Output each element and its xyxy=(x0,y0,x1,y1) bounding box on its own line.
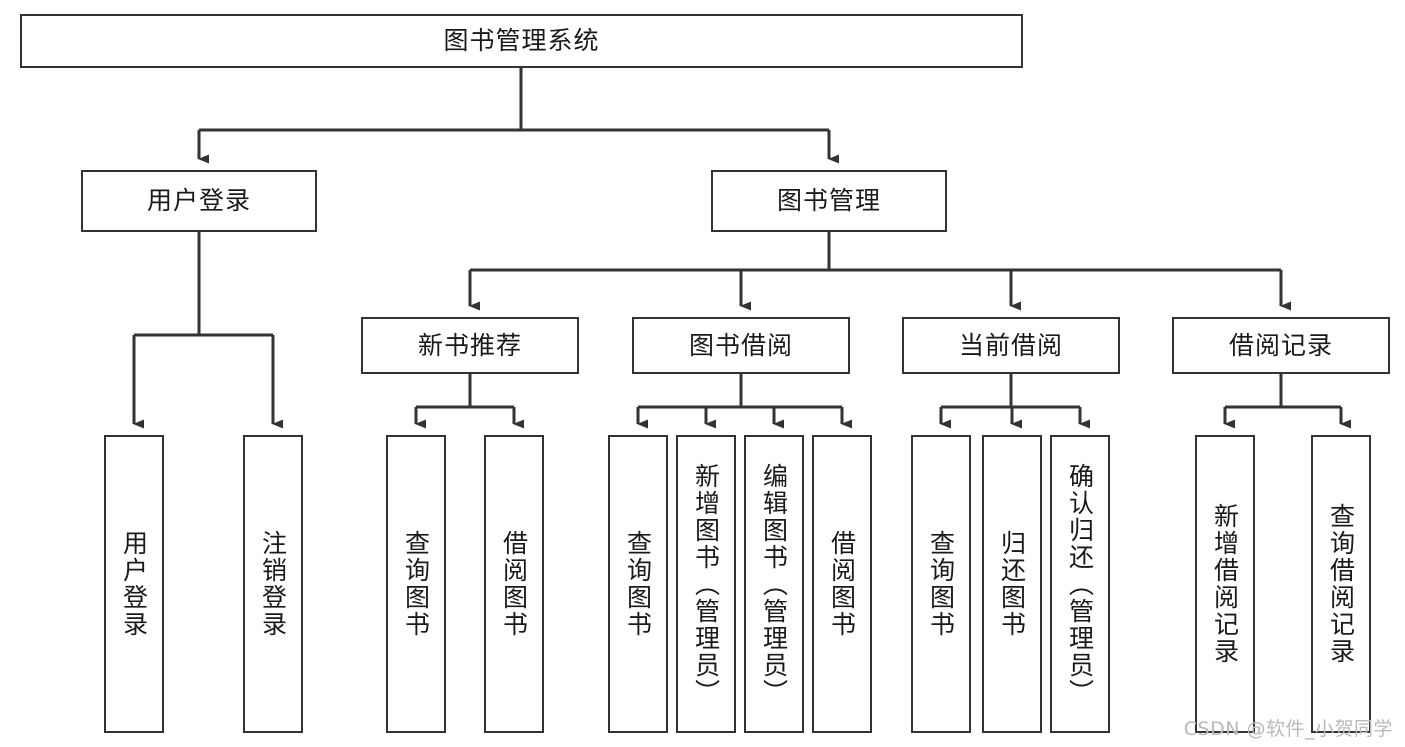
leaf-query-book-current-label: 查询图书 xyxy=(926,530,956,638)
node-user-login[interactable]: 用户登录 xyxy=(81,170,317,232)
leaf-user-logout-label: 注销登录 xyxy=(258,530,288,638)
leaf-add-book-admin[interactable]: 新增图书（管理员） xyxy=(676,435,736,733)
leaf-return-book-label: 归还图书 xyxy=(997,530,1027,638)
leaf-borrow-book[interactable]: 借阅图书 xyxy=(812,435,872,733)
csdn-watermark: CSDN @软件_小贺同学 xyxy=(1183,718,1393,740)
node-book-manage-label: 图书管理 xyxy=(776,186,881,215)
leaf-borrow-book-label: 借阅图书 xyxy=(827,530,857,638)
node-root-label: 图书管理系统 xyxy=(443,26,600,55)
leaf-add-borrow-record-label: 新增借阅记录 xyxy=(1210,503,1240,665)
node-current-borrow-label: 当前借阅 xyxy=(958,330,1063,360)
leaf-query-book-recommend[interactable]: 查询图书 xyxy=(386,435,446,733)
leaf-user-login[interactable]: 用户登录 xyxy=(104,435,164,733)
leaf-add-book-admin-label: 新增图书（管理员） xyxy=(691,462,721,706)
node-new-book-recommend[interactable]: 新书推荐 xyxy=(361,317,579,374)
leaf-query-borrow-record[interactable]: 查询借阅记录 xyxy=(1311,435,1371,733)
leaf-borrow-book-recommend[interactable]: 借阅图书 xyxy=(484,435,544,733)
leaf-query-book-borrow-label: 查询图书 xyxy=(623,530,653,638)
leaf-query-book-recommend-label: 查询图书 xyxy=(401,530,431,638)
leaf-user-logout[interactable]: 注销登录 xyxy=(243,435,303,733)
node-borrow-record[interactable]: 借阅记录 xyxy=(1172,317,1390,374)
node-root[interactable]: 图书管理系统 xyxy=(20,14,1023,68)
leaf-return-book[interactable]: 归还图书 xyxy=(982,435,1042,733)
node-book-borrow-label: 图书借阅 xyxy=(688,330,793,360)
leaf-add-borrow-record[interactable]: 新增借阅记录 xyxy=(1195,435,1255,733)
leaf-edit-book-admin[interactable]: 编辑图书（管理员） xyxy=(744,435,804,733)
leaf-borrow-book-recommend-label: 借阅图书 xyxy=(499,530,529,638)
leaf-user-login-label: 用户登录 xyxy=(119,530,149,638)
node-book-manage[interactable]: 图书管理 xyxy=(711,170,947,232)
node-current-borrow[interactable]: 当前借阅 xyxy=(902,317,1120,374)
leaf-edit-book-admin-label: 编辑图书（管理员） xyxy=(759,462,789,706)
node-borrow-record-label: 借阅记录 xyxy=(1228,330,1333,360)
node-user-login-label: 用户登录 xyxy=(146,186,251,215)
leaf-confirm-return-admin[interactable]: 确认归还（管理员） xyxy=(1050,435,1110,733)
node-book-borrow[interactable]: 图书借阅 xyxy=(632,317,850,374)
leaf-confirm-return-admin-label: 确认归还（管理员） xyxy=(1065,462,1095,706)
leaf-query-book-current[interactable]: 查询图书 xyxy=(911,435,971,733)
leaf-query-borrow-record-label: 查询借阅记录 xyxy=(1326,503,1356,665)
leaf-query-book-borrow[interactable]: 查询图书 xyxy=(608,435,668,733)
node-new-book-recommend-label: 新书推荐 xyxy=(417,330,522,360)
